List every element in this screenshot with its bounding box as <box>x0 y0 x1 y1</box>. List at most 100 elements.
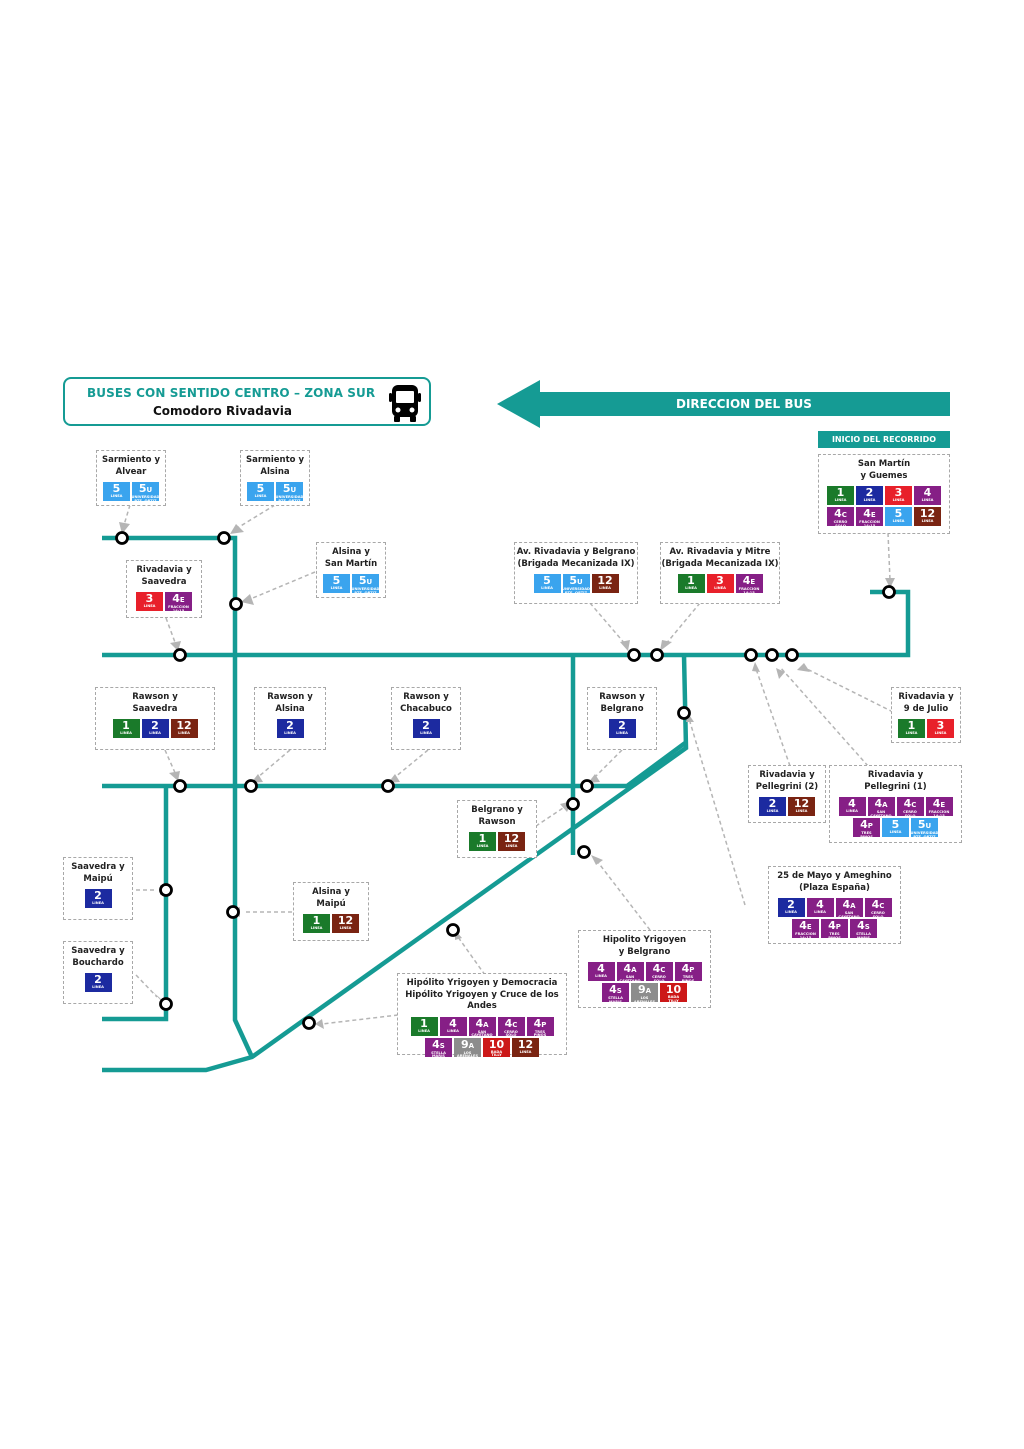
stop-marker-san-martin-guemes[interactable] <box>882 585 896 599</box>
stop-callout-hipolito-yrigoyen-democracia[interactable]: Hipólito Yrigoyen y Democracia Hipólito … <box>397 973 567 1058</box>
stop-marker-saavedra-maipu[interactable] <box>159 883 173 897</box>
stop-marker-rivadavia-saavedra[interactable] <box>173 648 187 662</box>
stop-marker-saavedra-bouchardo[interactable] <box>159 997 173 1011</box>
stop-marker-sarmiento-alvear[interactable] <box>115 531 129 545</box>
stop-marker-rawson-alsina[interactable] <box>244 779 258 793</box>
stop-marker-rawson-chacabuco[interactable] <box>381 779 395 793</box>
stop-callout-av-rivadavia-mitre[interactable]: Av. Rivadavia y Mitre (Brigada Mecanizad… <box>660 542 780 604</box>
stop-marker-sarmiento-alsina[interactable] <box>217 531 231 545</box>
stop-marker-belgrano-rawson[interactable] <box>566 797 580 811</box>
stop-marker-25-mayo-ameghino[interactable] <box>677 706 691 720</box>
stop-marker-rivadavia-pellegrini-2[interactable] <box>744 648 758 662</box>
stop-marker-alsina-san-martin[interactable] <box>229 597 243 611</box>
stop-marker-rawson-saavedra[interactable] <box>173 779 187 793</box>
stop-marker-rivadavia-pellegrini-1[interactable] <box>765 648 779 662</box>
stop-marker-hipolito-yrigoyen-belgrano[interactable] <box>577 845 591 859</box>
stop-callout-av-rivadavia-belgrano[interactable]: Av. Rivadavia y Belgrano (Brigada Mecani… <box>514 542 638 604</box>
stop-marker-alsina-maipu[interactable] <box>226 905 240 919</box>
stop-marker-av-rivadavia-mitre[interactable] <box>650 648 664 662</box>
stop-marker-rawson-belgrano[interactable] <box>580 779 594 793</box>
stop-marker-rivadavia-9-julio[interactable] <box>785 648 799 662</box>
stop-marker-hipolito-yrigoyen-democracia-2[interactable] <box>302 1016 316 1030</box>
